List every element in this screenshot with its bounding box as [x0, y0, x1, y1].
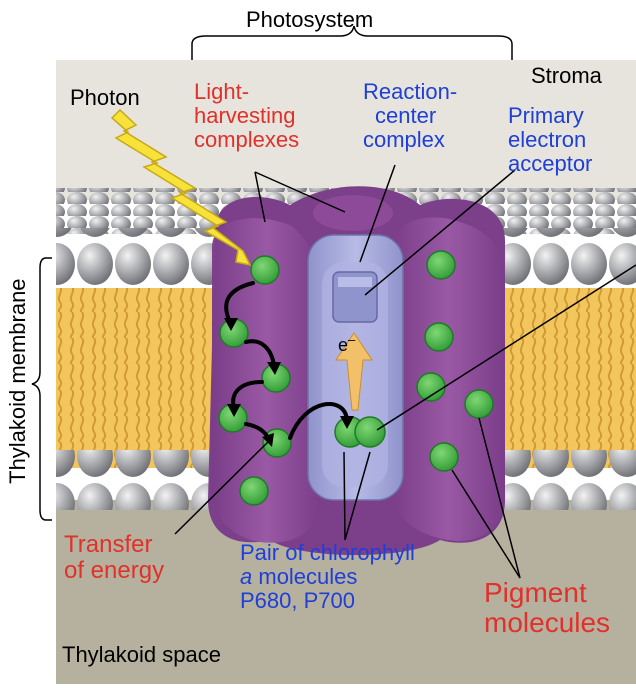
photosystem-brace: [191, 25, 513, 60]
thylakoid-space-label: Thylakoid space: [62, 642, 221, 667]
chlorophyll-pair: [334, 416, 386, 448]
photosystem-label: Photosystem: [246, 7, 374, 32]
light-harvesting-label: Light- harvesting complexes: [194, 79, 300, 152]
pigment-molecules-label: Pigment molecules: [484, 577, 611, 639]
primary-acceptor-label: Primary electron acceptor: [508, 103, 593, 176]
photon-bolt: [110, 108, 252, 267]
reaction-center-label: Reaction- center complex: [363, 79, 458, 152]
energy-arrowheads: [224, 318, 354, 447]
chlorophyll-pair-label: Pair of chlorophyll a molecules P680, P7…: [240, 540, 415, 613]
membrane-brace: [31, 257, 52, 521]
thylakoid-membrane-label: Thylakoid membrane: [5, 278, 31, 484]
electron-arrow: [335, 332, 373, 411]
electron-label: e–: [338, 332, 356, 355]
pigment-molecules-group: [218, 250, 494, 506]
leader-lines: [174, 164, 636, 579]
chlorophyll-a-line: a molecules: [240, 563, 358, 589]
transfer-energy-label: Transfer of energy: [64, 531, 165, 584]
stroma-label: Stroma: [531, 63, 602, 88]
photon-label: Photon: [70, 85, 140, 110]
stroma-region: [56, 60, 636, 200]
